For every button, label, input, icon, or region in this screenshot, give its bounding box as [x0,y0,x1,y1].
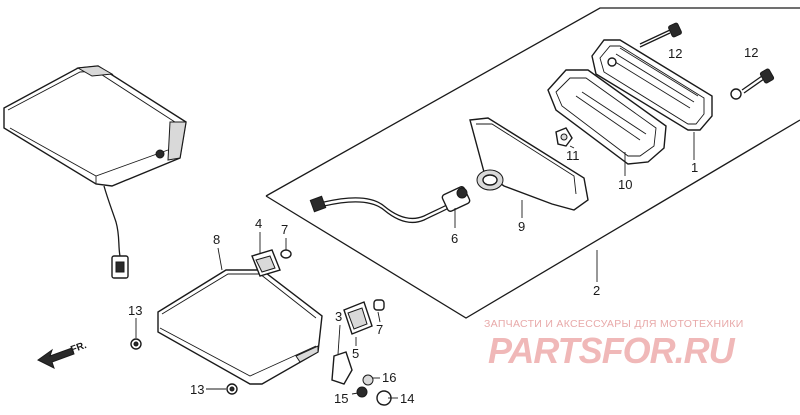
callout-2: 2 [593,283,600,298]
screw-12-b [730,68,775,100]
housing-base-9 [469,117,589,211]
socket-5 [343,301,373,335]
reflector-10 [547,69,667,165]
callout-6: 6 [451,231,458,246]
tail-light-assembly-top [3,65,187,279]
screw-13-a [130,338,142,350]
callout-10: 10 [618,177,632,192]
bulb-11 [555,127,573,147]
callout-14: 14 [400,391,414,406]
callout-4: 4 [255,216,262,231]
callout-1: 1 [691,160,698,175]
bulb-7-upper [280,249,292,259]
spring-16 [362,374,374,386]
callout-11: 11 [566,148,580,163]
screw-13-b [226,383,238,395]
front-direction-arrow [37,347,75,369]
callout-16: 16 [382,370,396,385]
callout-7-upper: 7 [281,222,288,237]
callout-9: 9 [518,219,525,234]
callout-8: 8 [213,232,220,247]
callout-13-lower: 13 [190,382,204,397]
bulb-7-lower [373,299,385,311]
bracket-3 [331,351,353,385]
gasket-4 [251,249,281,277]
callout-15: 15 [334,391,348,406]
watermark-logo: PARTSFOR.RU [488,330,735,371]
lens-8 [157,269,323,385]
callout-12-left: 12 [668,46,682,61]
callout-7-lower: 7 [376,322,383,337]
wire-harness-6 [309,186,471,224]
callout-3: 3 [335,309,342,324]
assembly-outline [265,7,800,197]
callout-5: 5 [352,346,359,361]
screw-12-a [639,22,682,48]
nut-15 [356,386,368,398]
callout-12-right: 12 [744,45,758,60]
callout-13-upper: 13 [128,303,142,318]
outer-lens-1 [591,39,713,131]
direction-label: FR. [69,340,88,356]
watermark-tagline: ЗАПЧАСТИ И АКСЕССУАРЫ ДЛЯ МОТОТЕХНИКИ [484,318,744,330]
